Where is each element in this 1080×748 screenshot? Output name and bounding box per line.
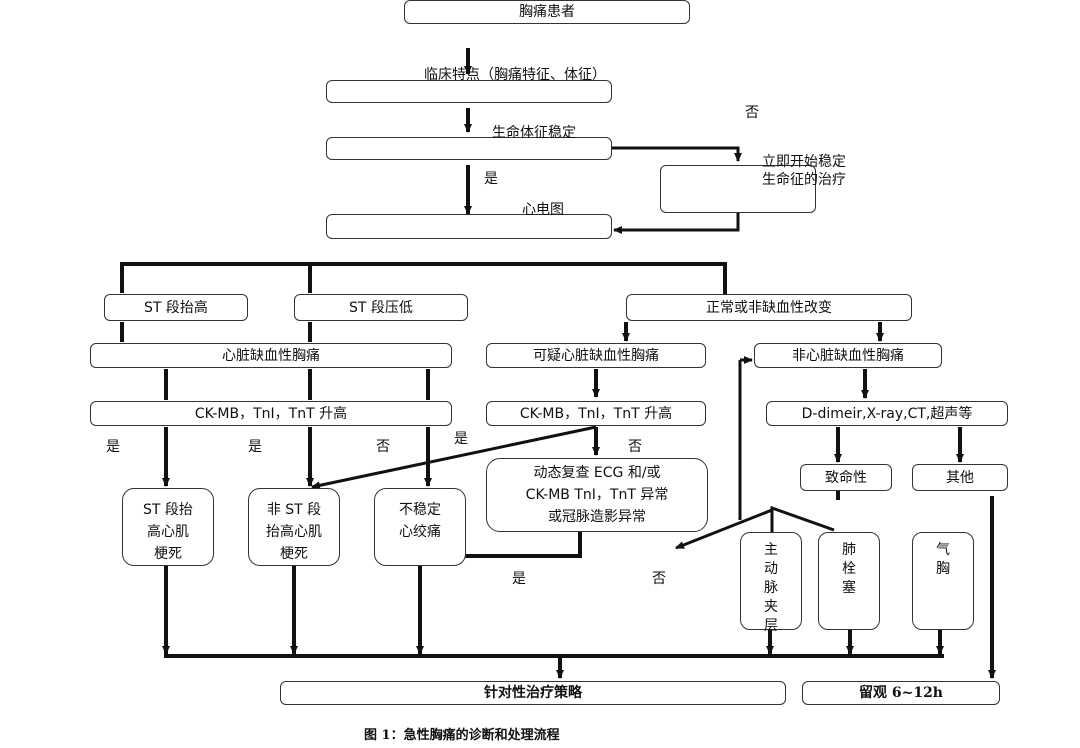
node-vitals-stable [326,137,612,160]
node-workup: D-dimeir,X-ray,CT,超声等 [766,401,1008,426]
label-no-2: 否 [628,439,642,455]
node-observe: 留观 6~12h [802,681,1000,705]
label-no-1: 否 [376,439,390,455]
node-unstable-angina: 不稳定 心绞痛 [374,488,466,566]
node-clinical-features [326,80,612,103]
node-dynamic-tests: 动态复查 ECG 和/或 CK-MB TnI，TnT 异常 或冠脉造影异常 [486,458,708,532]
node-patient: 胸痛患者 [404,0,690,24]
label-no-top: 否 [745,105,759,121]
arrow-dynamic-yes-to-ua [431,532,582,560]
node-aortic-dissection: 主 动 脉 夹 层 [740,532,802,634]
arrow-fatal-back-to-ua [675,508,773,550]
node-normal-nonischemic: 正常或非缺血性改变 [626,294,912,321]
node-targeted-treatment: 针对性治疗策略 [280,681,786,705]
figure-caption: 图 1：急性胸痛的诊断和处理流程 [364,728,560,743]
node-other: 其他 [912,464,1008,491]
node-markers-mid: CK-MB，TnI，TnT 升高 [486,401,706,426]
label-no-3: 否 [652,571,666,587]
arrow-markers-yes-to-nstemi [311,425,597,490]
node-stabilize-vitals [660,165,816,213]
arrow-stabilize-to-ecg [613,212,740,234]
label-yes-4: 是 [512,571,526,587]
label-vitals-stable: 生命体征稳定 [492,125,576,141]
lines-to-aorta-pe [770,505,835,538]
node-ischemic-chest-pain: 心脏缺血性胸痛 [90,343,452,368]
node-non-ischemic: 非心脏缺血性胸痛 [754,343,942,368]
label-ecg: 心电图 [522,202,564,218]
node-ecg [326,214,612,239]
node-st-depression: ST 段压低 [294,294,468,321]
label-yes-2: 是 [248,439,262,455]
label-yes-vitals: 是 [484,171,498,187]
ecg-branch-bar [120,262,727,294]
node-fatal: 致命性 [800,464,892,491]
node-pneumothorax: 气 胸 [912,532,974,630]
node-suspected-ischemic: 可疑心脏缺血性胸痛 [486,343,706,368]
arrow-vitals-no-to-stabilize [612,146,742,162]
label-yes-3: 是 [454,431,468,447]
node-stabilize-vitals-text: 立即开始稳定 生命征的治疗 [762,154,846,188]
node-nstemi: 非 ST 段 抬高心肌 梗死 [248,488,340,566]
node-st-elevation: ST 段抬高 [104,294,248,321]
node-stemi: ST 段抬 高心肌 梗死 [122,488,214,566]
label-yes-1: 是 [106,439,120,455]
label-clinical-features: 临床特点（胸痛特征、体征） [424,67,606,83]
node-markers-left: CK-MB，TnI，TnT 升高 [90,401,452,426]
node-pulmonary-embolism: 肺 栓 塞 [818,532,880,630]
